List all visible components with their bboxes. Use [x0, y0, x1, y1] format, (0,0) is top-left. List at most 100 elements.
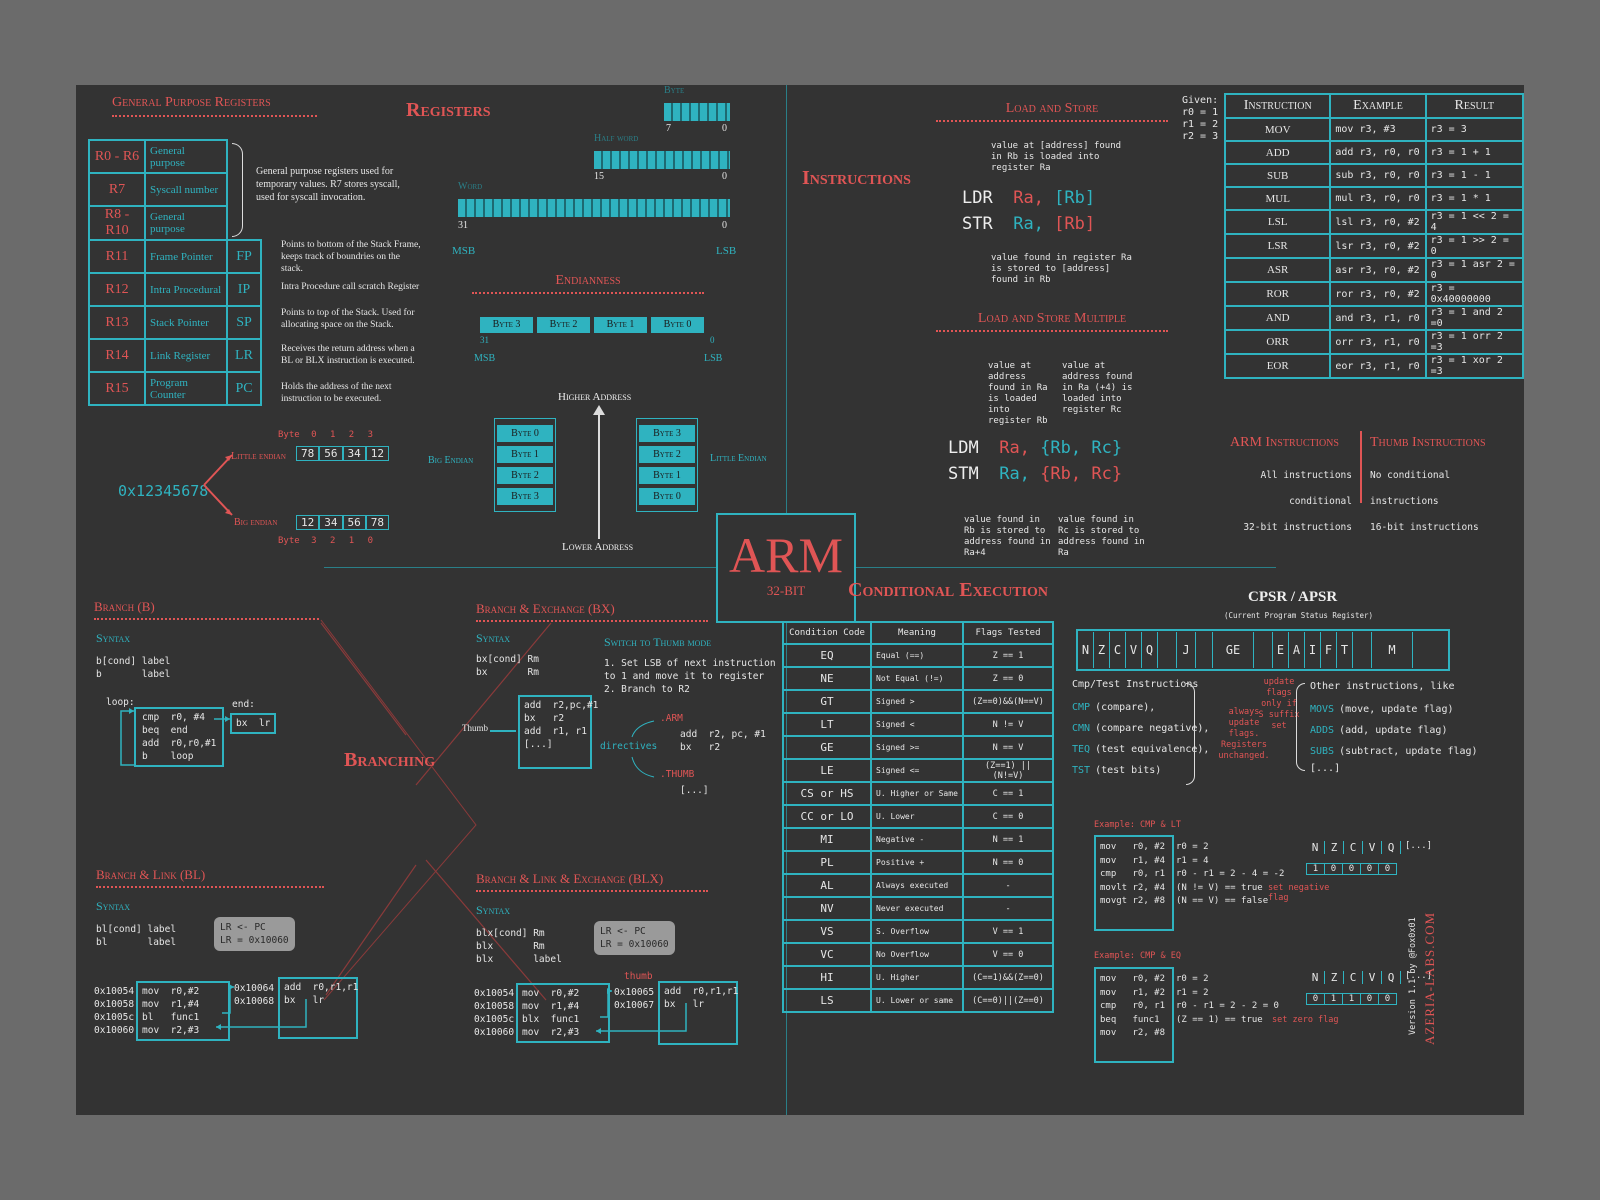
condition-code: NV	[782, 896, 872, 921]
condition-meaning: U. Higher	[870, 965, 964, 990]
condition-code: LE	[782, 758, 872, 783]
bl-syntax-label: Syntax	[96, 899, 131, 913]
bl-arrows	[216, 984, 307, 1030]
endianness-title: Endianness	[472, 273, 704, 294]
flag-letter: C	[1344, 971, 1363, 984]
big-byte-index: 3	[311, 536, 317, 546]
endian-split-arrows	[203, 454, 233, 516]
gp-registers-title: General Purpose Registers	[112, 95, 317, 117]
update-only-note: update flags only if S suffix set	[1258, 677, 1300, 731]
endian-lsb-idx: 0	[710, 335, 715, 345]
flag-value: 0	[1307, 994, 1325, 1004]
blx-code: mov r0,#2 mov r1,#4 blx func1 mov r2,#3	[516, 983, 610, 1043]
condition-meaning: S. Overflow	[870, 919, 964, 944]
example1-code: mov r0, #2 mov r1, #4 cmp r0, r1 movlt r…	[1094, 835, 1174, 931]
condition-code: AL	[782, 873, 872, 898]
flag-value: 1	[1343, 994, 1361, 1004]
condition-code: NE	[782, 666, 872, 691]
instr-mnemonic: ROR	[1223, 281, 1332, 307]
condition-meaning: U. Lower	[870, 804, 964, 829]
condition-meaning: Always executed	[870, 873, 964, 898]
bl-target-code: add r0,r1,r1 bx lr	[278, 977, 358, 1039]
bx-syntax: bx[cond] Rm bx Rm	[476, 654, 539, 678]
cpsr-flag: F	[1321, 632, 1337, 668]
bl-title: Branch & Link (BL)	[96, 867, 324, 888]
byte-box: Byte 3	[480, 317, 533, 333]
flag-more: [...]	[1405, 971, 1433, 981]
condition-code: CS or HS	[782, 781, 872, 806]
blx-title: Branch & Link & Exchange (BLX)	[476, 871, 708, 892]
byte-label: Byte	[664, 85, 685, 96]
other-list: MOVS(move, update flag)ADDS(add, update …	[1310, 699, 1478, 762]
instr-example: mul r3, r0, r0	[1329, 186, 1427, 211]
cpsr-flag	[1196, 632, 1213, 668]
example2-code: mov r0, #2 mov r1, #2 cmp r0, r1 beq fun…	[1094, 967, 1174, 1063]
byte-bar	[664, 103, 730, 121]
condition-flags: (Z==1) || (N!=V)	[962, 758, 1054, 783]
load-store-bottom-note: value found in register Ra is stored to …	[991, 253, 1132, 285]
str-rb: [Rb]	[1054, 214, 1096, 234]
given-line: r1 = 2	[1182, 119, 1219, 130]
other-item: ADDS (add, update flag)	[1310, 720, 1478, 741]
instructions-title: Instructions	[802, 167, 911, 189]
cpsr-title: CPSR / APSR	[1248, 589, 1338, 605]
flag-letter: N	[1306, 971, 1325, 984]
str-ra: Ra,	[1013, 214, 1044, 234]
little-byte-label: Byte 0 1 2 3	[278, 430, 374, 440]
other-title: Other instructions, like	[1310, 681, 1455, 692]
condition-meaning: Not Equal (!=)	[870, 666, 964, 691]
byte-box: Byte 1	[594, 317, 647, 333]
condition-meaning: U. Higher or Same	[870, 781, 964, 806]
ip-note: Intra Procedure call scratch Register	[281, 282, 420, 292]
given-line: Given:	[1182, 95, 1219, 106]
condition-flags: Z == 1	[962, 643, 1054, 668]
gp-note: General purpose registers used for tempo…	[256, 166, 400, 203]
cpsr-flag: J	[1177, 632, 1196, 668]
bl-target-addrs: 0x10064 0x10068	[234, 983, 275, 1007]
instr-result: r3 = 1 << 2 = 4	[1424, 209, 1524, 235]
blx-target-code: add r0,r1,r1 bx lr	[658, 981, 738, 1045]
cmp-desc: (test equivalence),	[1095, 744, 1210, 755]
directives-label: directives	[600, 741, 658, 752]
instr-result: r3 = 0x40000000	[1424, 281, 1524, 307]
flag-value: 0	[1361, 864, 1379, 874]
ldr-mnemonic: LDR	[962, 188, 993, 208]
register-id: R15	[88, 371, 146, 406]
little-endian-label: Little endian	[231, 451, 286, 462]
register-name: Stack Pointer	[144, 305, 228, 340]
other-op: ADDS	[1310, 725, 1335, 736]
branching-cross-lines	[320, 619, 552, 1001]
lsm-note-right: value at address found in Ra (+4) is loa…	[1062, 361, 1133, 415]
instr-mnemonic: SUB	[1223, 163, 1332, 188]
condition-header: Meaning	[870, 621, 964, 645]
big-endian-label: Big endian	[234, 517, 278, 528]
byte-msb-idx: 7	[666, 123, 671, 134]
byte-box: Byte 2	[537, 317, 590, 333]
directives-arrows	[631, 720, 655, 778]
bl-bubble: LR <- PC LR = 0x10060	[214, 917, 295, 951]
register-name: Program Counter	[144, 371, 228, 406]
instr-result: r3 = 3	[1424, 117, 1524, 142]
instr-type-divider	[1360, 431, 1362, 503]
other-op: SUBS	[1310, 746, 1335, 757]
blx-arrows	[596, 988, 687, 1034]
stack-byte: Byte 1	[639, 467, 695, 484]
condition-meaning: Signed <	[870, 712, 964, 737]
horizontal-divider-right	[856, 567, 1276, 568]
other-desc: (add, update flag)	[1339, 725, 1448, 736]
conditional-title: Conditional Execution	[848, 579, 1049, 601]
register-id: R13	[88, 305, 146, 340]
condition-meaning: Signed >=	[870, 735, 964, 760]
thumb-directive-code: [...]	[680, 785, 709, 796]
byte-box: Byte 0	[651, 317, 704, 333]
